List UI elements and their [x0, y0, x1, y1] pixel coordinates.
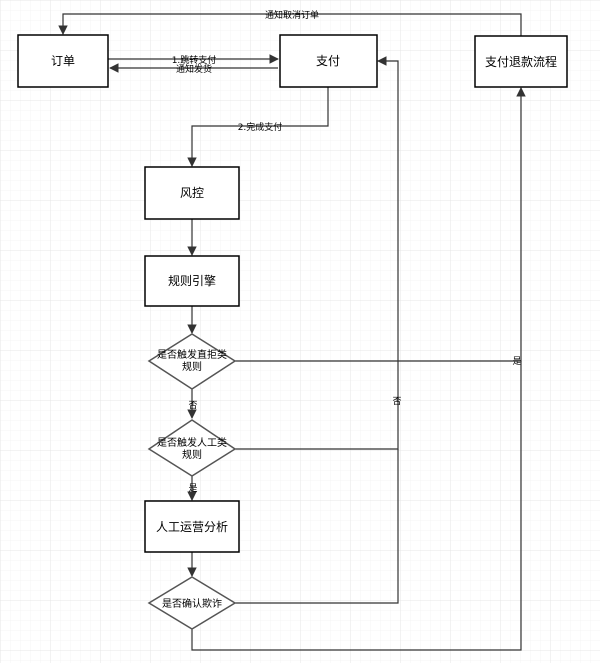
edge-decision2-to-payment [235, 56, 399, 450]
node-payment-label: 支付 [316, 54, 340, 68]
node-risk-control-label: 风控 [180, 186, 204, 200]
edge-pay-complete [187, 87, 329, 167]
edge-notify-cancel [58, 13, 522, 36]
node-refund-flow-label: 支付退款流程 [485, 54, 557, 69]
node-manual-ops[interactable]: 人工运营分析 [144, 500, 240, 553]
node-decision-direct-reject[interactable]: 是否触发直拒类 规则 [147, 333, 237, 390]
edge-label-pay-complete: 2.完成支付 [238, 121, 283, 133]
edge-label-no-2: 否 [392, 396, 401, 407]
node-decision-fraud[interactable]: 是否确认欺诈 [147, 576, 237, 630]
edge-label-notify-ship: 通知发货 [176, 63, 212, 75]
node-order-label: 订单 [51, 54, 75, 68]
edge-label-redirect-pay: 1.跳转支付 [172, 54, 217, 66]
edge-label-notify-cancel: 通知取消订单 [265, 9, 319, 21]
node-decision-direct-reject-label-2: 规则 [182, 360, 202, 373]
node-refund-flow[interactable]: 支付退款流程 [474, 35, 568, 88]
node-rule-engine-label: 规则引擎 [168, 273, 216, 288]
node-risk-control[interactable]: 风控 [144, 166, 240, 220]
edge-decision3-to-refund [191, 361, 522, 651]
node-manual-ops-label: 人工运营分析 [156, 520, 228, 534]
edge-label-no-1: 否 [188, 400, 197, 411]
node-order[interactable]: 订单 [17, 34, 109, 88]
node-decision-direct-reject-label-1: 是否触发直拒类 [157, 348, 227, 361]
node-decision-manual[interactable]: 是否触发人工类 规则 [147, 419, 237, 477]
edge-decision3-to-payment [235, 449, 399, 604]
node-rule-engine[interactable]: 规则引擎 [144, 255, 240, 307]
node-payment[interactable]: 支付 [279, 34, 378, 88]
node-decision-fraud-label: 是否确认欺诈 [162, 597, 222, 610]
node-decision-manual-label-1: 是否触发人工类 [157, 436, 227, 449]
edge-label-yes-2: 是 [188, 483, 197, 494]
node-decision-manual-label-2: 规则 [182, 448, 202, 461]
edge-label-yes-1: 是 [512, 356, 521, 367]
